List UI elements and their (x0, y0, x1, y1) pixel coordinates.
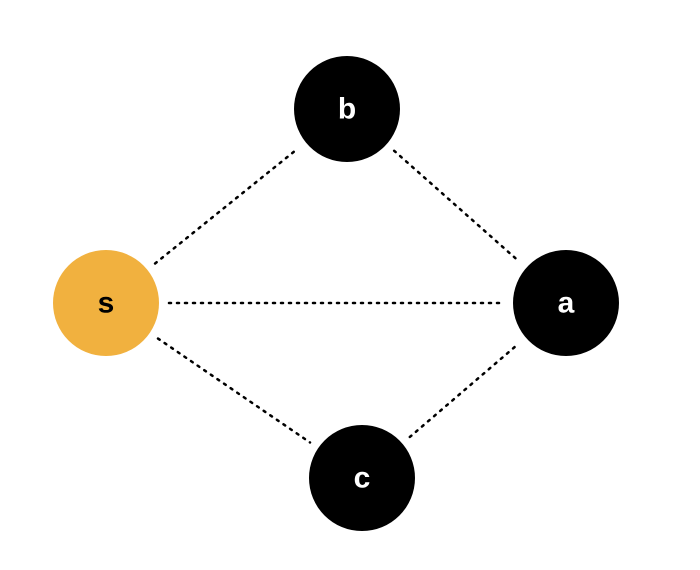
node-label-b: b (338, 93, 356, 126)
edges-layer (153, 147, 521, 444)
edge-s-b (153, 147, 300, 265)
node-a: a (513, 250, 619, 356)
node-label-a: a (558, 287, 575, 320)
node-circle-a (513, 250, 619, 356)
edge-b-a (392, 149, 521, 263)
node-s: s (53, 250, 159, 356)
node-label-c: c (354, 462, 371, 495)
node-circle-c (309, 425, 415, 531)
node-circle-s (53, 250, 159, 356)
node-c: c (309, 425, 415, 531)
nodes-layer: s b a c (53, 56, 619, 531)
node-label-s: s (98, 287, 115, 320)
node-b: b (294, 56, 400, 162)
edge-s-c (156, 337, 312, 444)
node-circle-b (294, 56, 400, 162)
edge-c-a (408, 342, 520, 439)
